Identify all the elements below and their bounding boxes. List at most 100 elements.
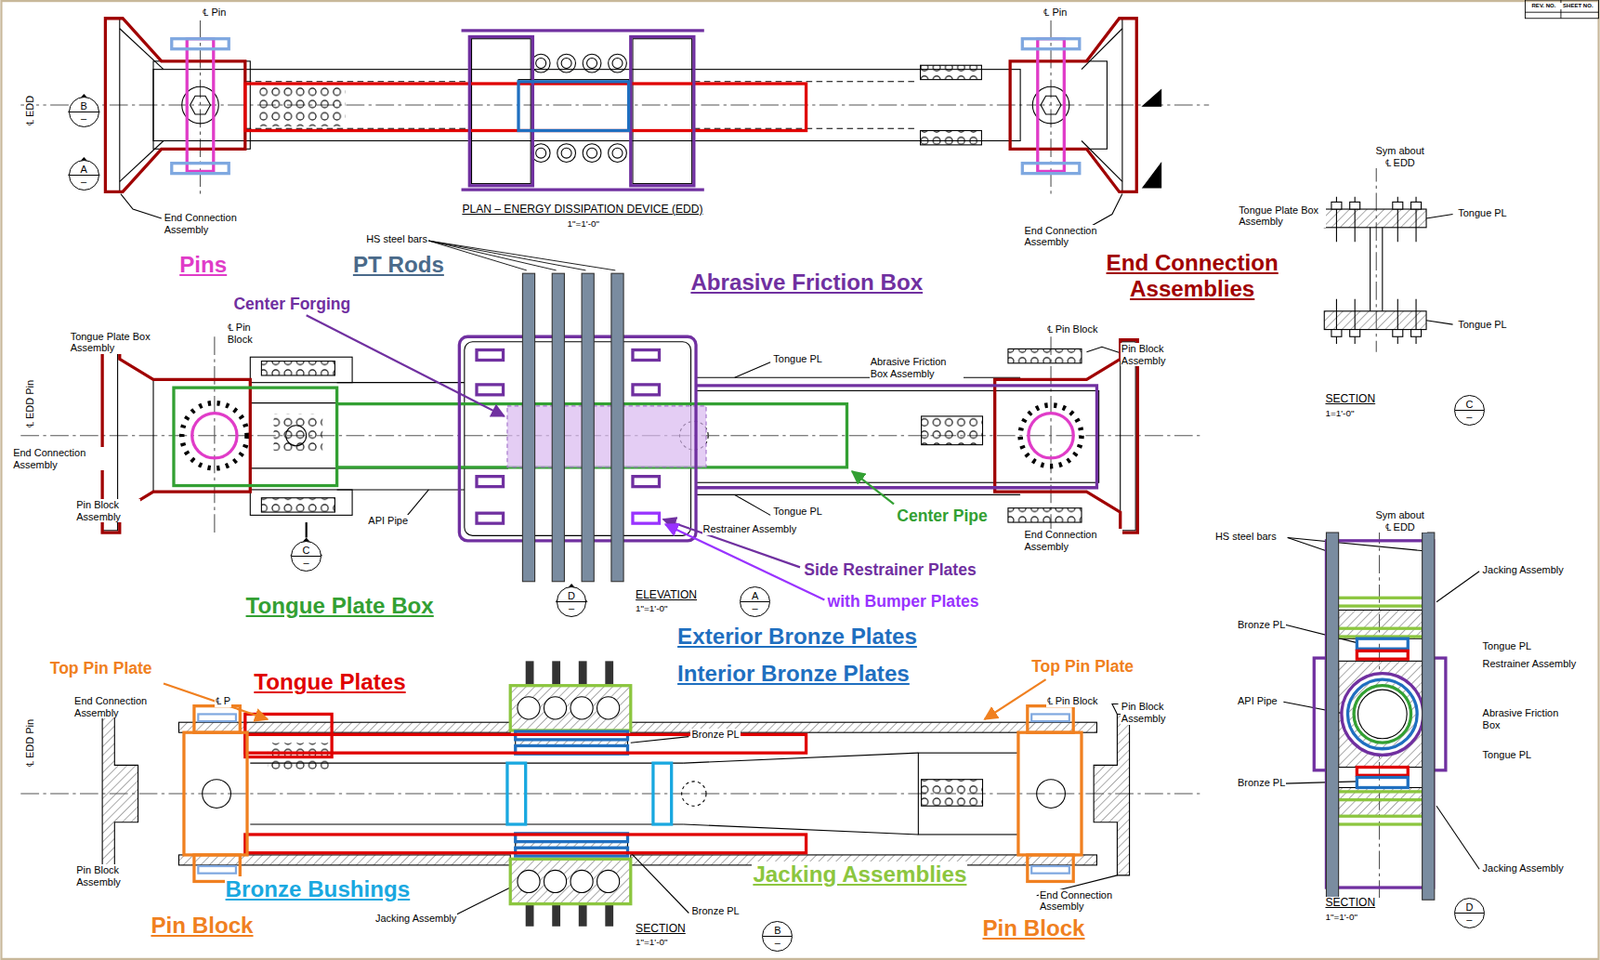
drawing-part	[510, 685, 631, 731]
drawing-part	[245, 83, 807, 131]
section-sheet: –	[1466, 913, 1472, 925]
drawing-part	[476, 512, 504, 524]
drawing-part	[570, 869, 593, 892]
part-label: SECTION	[634, 922, 687, 936]
marker-divider	[1455, 409, 1484, 411]
drawing-part	[199, 20, 201, 195]
drawing-part	[202, 779, 232, 809]
section-letter: C	[1465, 398, 1473, 410]
drawing-part	[337, 381, 465, 383]
drawing-part	[186, 39, 214, 172]
drawing-part	[306, 314, 505, 417]
part-label: Tongue PL	[1481, 748, 1533, 761]
drawing-part	[632, 512, 660, 524]
part-label: Sym about ℄ EDD	[1372, 144, 1428, 169]
part-label: Tongue PL	[772, 353, 823, 366]
drawing-part	[1283, 781, 1357, 784]
part-label: HS steel bars	[365, 233, 429, 246]
drawing-part	[1356, 767, 1408, 776]
part-label: End Connection Assembly	[1023, 528, 1123, 552]
callout-label: Center Forging	[232, 294, 352, 314]
drawing-part	[476, 350, 504, 361]
drawing-part	[1027, 854, 1074, 882]
drawing-part	[525, 904, 535, 927]
drawing-part	[1324, 209, 1427, 228]
drawing-part	[1022, 163, 1079, 174]
part-label: ℄ EDD Pin	[24, 379, 37, 429]
part-label: Jacking Assembly	[1481, 563, 1565, 577]
drawing-part	[522, 273, 535, 582]
part-label: End Connection Assembly	[1038, 889, 1138, 913]
drawing-part	[1341, 673, 1424, 756]
drawing-part	[153, 379, 250, 492]
callout-label: Pin Block	[981, 915, 1086, 942]
section-sheet: –	[1466, 410, 1472, 422]
section-marker: B–	[68, 96, 100, 128]
drawing-part	[1392, 329, 1404, 338]
callout-label: Top Pin Plate	[49, 658, 154, 678]
drawing-part	[1081, 140, 1123, 182]
drawing-part	[632, 476, 660, 487]
part-label: API Pipe	[1236, 695, 1279, 708]
drawing-part	[20, 104, 1209, 106]
drawing-part	[119, 140, 164, 182]
drawing-part	[1036, 779, 1066, 809]
part-label: Bronze PL	[1236, 618, 1286, 631]
drawing-part	[695, 377, 1021, 379]
drawing-part	[525, 660, 535, 685]
callout-label: Exterior Bronze Plates	[676, 623, 919, 650]
part-label: ℄ Pin Block	[1046, 695, 1100, 708]
drawing-part	[153, 69, 1021, 142]
drawing-part	[1325, 532, 1434, 900]
drawing-part	[104, 18, 1137, 193]
drawing-part	[1357, 689, 1407, 739]
part-label: API Pipe	[367, 514, 409, 527]
drawing-part	[102, 713, 138, 875]
part-label: Pin Block Assembly	[75, 498, 141, 523]
section-sheet: –	[568, 602, 575, 614]
part-label: Abrasive Friction Box	[1481, 707, 1576, 731]
part-label: End Connection Assembly	[1023, 224, 1123, 249]
drawing-part	[632, 384, 660, 395]
drawing-part	[1008, 348, 1082, 363]
drawing-part	[104, 18, 245, 193]
drawing-part	[1022, 39, 1079, 50]
drawing-part	[20, 793, 1204, 795]
drawing-part	[1525, 0, 1600, 19]
drawing-part	[469, 37, 533, 186]
marker-divider	[69, 174, 99, 176]
drawing-part	[695, 494, 1021, 496]
part-label: ℄ P	[214, 695, 232, 708]
section-letter: C	[301, 544, 310, 556]
part-label: ℄ Pin Block	[1046, 323, 1100, 336]
callout-label: SHEET NO.	[1560, 2, 1597, 10]
drawing-part	[1142, 163, 1162, 188]
part-label: ELEVATION	[634, 589, 698, 603]
marker-divider	[1455, 912, 1484, 914]
drawing-part	[192, 413, 237, 459]
drawing-part	[1411, 329, 1422, 338]
drawing-part	[734, 494, 771, 515]
drawing-part	[472, 39, 532, 184]
drawing-part	[1081, 28, 1123, 70]
drawing-part	[510, 858, 631, 904]
drawing-part	[1020, 405, 1082, 467]
drawing-part	[1324, 311, 1427, 330]
part-label: 1"=1'-0"	[566, 218, 601, 229]
callout-label: Abrasive Friction Box	[689, 269, 924, 296]
part-label: 1"=1'-0"	[634, 603, 669, 614]
drawing-part	[570, 696, 593, 720]
drawing-part	[582, 144, 602, 163]
drawing-part	[632, 39, 693, 184]
drawing-part	[245, 128, 471, 130]
drawing-part	[1348, 679, 1418, 749]
callout-label: PT Rods	[352, 251, 446, 278]
drawing-part	[182, 403, 248, 469]
drawing-part	[428, 240, 616, 271]
drawing-part	[261, 361, 335, 376]
drawing-part	[163, 683, 268, 720]
drawing-part	[551, 273, 564, 582]
part-label: End Connection Assembly	[73, 695, 172, 719]
drawing-part	[1028, 413, 1074, 459]
